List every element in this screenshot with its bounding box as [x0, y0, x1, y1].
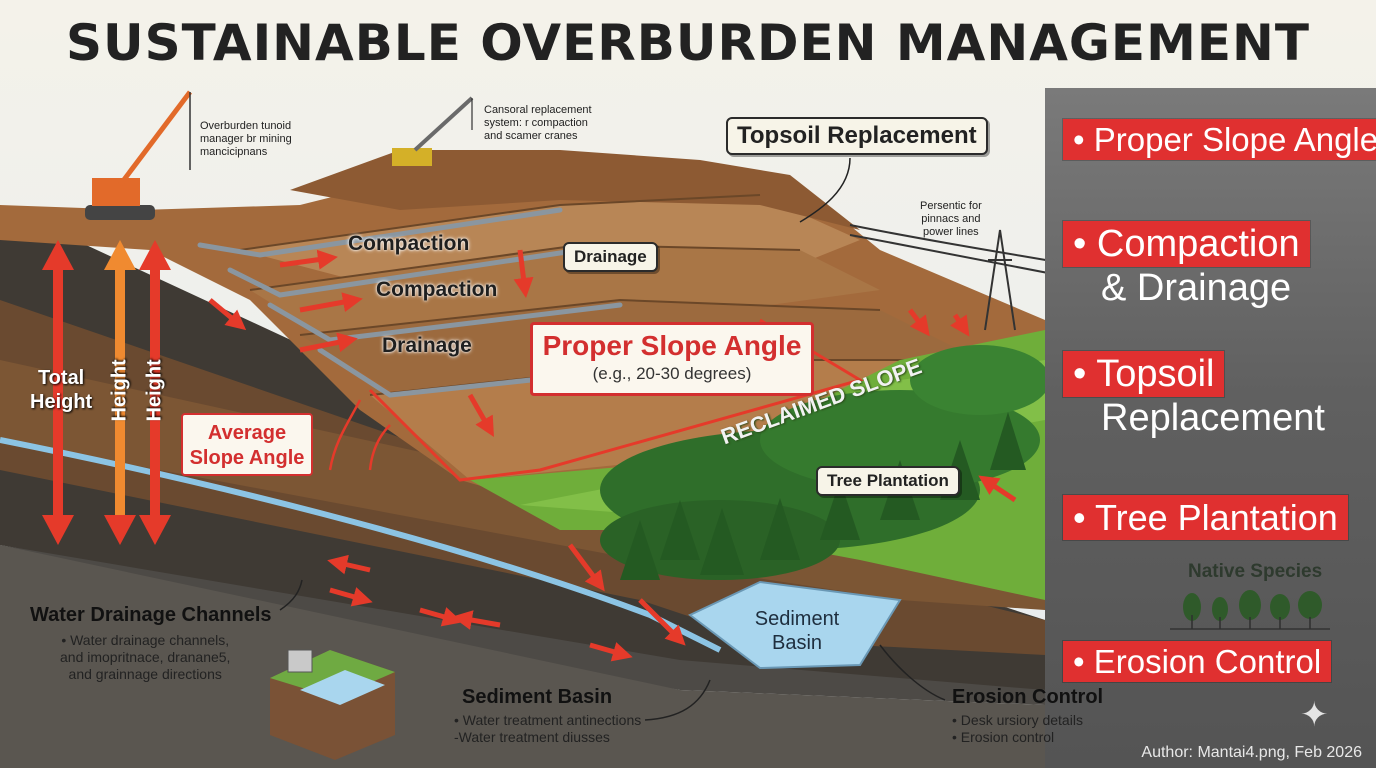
flow-arrows	[208, 249, 1017, 662]
water-treatment-block	[270, 649, 395, 760]
drainage-label-box: Drainage	[563, 242, 658, 272]
forest	[600, 345, 1050, 580]
compaction-label-upper: Compaction	[348, 232, 470, 255]
proper-slope-title: Proper Slope Angle	[542, 330, 802, 361]
total-height-label: Total Height	[30, 367, 93, 413]
panel-item-topsoil-replacement: • Topsoil Replacement	[1063, 351, 1325, 440]
native-species-trees	[1170, 590, 1330, 630]
height-label-1: Height	[108, 359, 131, 422]
topsoil-replacement-label: Topsoil Replacement	[726, 117, 988, 155]
sediment-basin-label: Sediment Basin	[754, 608, 840, 654]
center-crane	[392, 96, 474, 166]
left-crane	[85, 90, 192, 220]
page-title: SUSTAINABLE OVERBURDEN MANAGEMENT	[66, 14, 1310, 72]
sediment-basin-title: Sediment Basin	[462, 686, 613, 708]
author-credit: Author: Mantai4.png, Feb 2026	[1141, 744, 1362, 761]
erosion-control-title: Erosion Control	[952, 686, 1104, 708]
water-drainage-details: • Water drainage channels, and imopritna…	[60, 632, 231, 682]
panel-item-proper-slope: • Proper Slope Angle	[1063, 118, 1376, 162]
tree-plantation-label: Tree Plantation	[816, 466, 960, 496]
erosion-control-details: • Desk ursiory details • Erosion control	[952, 712, 1083, 745]
proper-slope-angle-callout: Proper Slope Angle (e.g., 20-30 degrees)	[530, 322, 814, 396]
height-arrows	[42, 240, 171, 545]
panel-item-tree-plantation: • Tree Plantation	[1063, 495, 1348, 540]
slope-angle-arcs	[328, 399, 391, 471]
native-species-label: Native Species	[1188, 561, 1323, 582]
compaction-label-lower: Compaction	[376, 278, 498, 301]
panel-item-erosion-control: • Erosion Control	[1063, 640, 1332, 684]
slope-outline	[368, 318, 864, 482]
height-label-2: Height	[143, 359, 166, 422]
proper-slope-subtitle: (e.g., 20-30 degrees)	[592, 364, 752, 383]
panel-item-compaction-drainage: • Compaction & Drainage	[1063, 221, 1310, 310]
sparkle-icon: ✦	[1300, 696, 1329, 734]
average-slope-angle-callout: Average Slope Angle	[181, 413, 313, 476]
water-drainage-title: Water Drainage Channels	[30, 604, 272, 626]
drainage-label-terrace: Drainage	[382, 334, 472, 357]
sediment-basin-water	[688, 580, 902, 670]
sediment-basin-details: • Water treatment antinections -Water tr…	[454, 712, 642, 745]
